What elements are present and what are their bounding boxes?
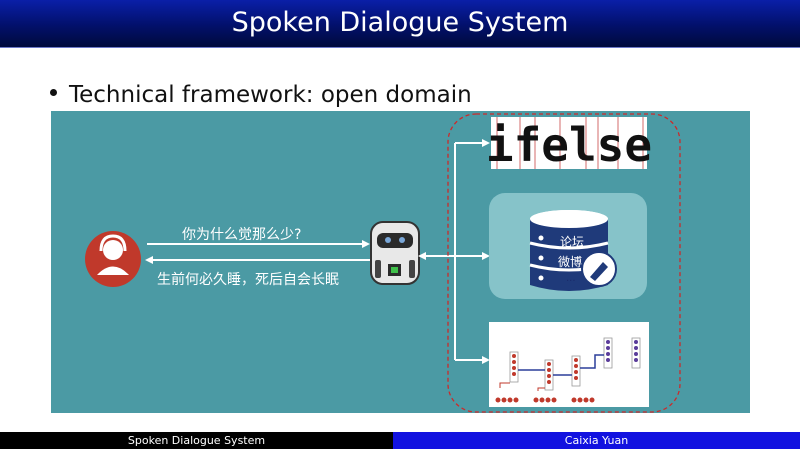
db-label-weibo: 微博 — [558, 255, 583, 269]
answer-text: 生前何必久睡，死后自会长眠 — [157, 272, 339, 288]
db-label-more: ... — [566, 273, 576, 284]
footer-author: Caixia Yuan — [393, 432, 800, 449]
branch-arrows — [454, 139, 490, 364]
ifelse-logo: ifelse — [486, 117, 652, 172]
robot-icon — [370, 221, 420, 285]
title-bar: Spoken Dialogue System — [0, 0, 800, 48]
bullet-dot-icon — [50, 89, 57, 96]
bullet-text: Technical framework: open domain — [69, 82, 472, 108]
neural-network-diagram — [489, 322, 649, 407]
ifelse-logo-text: ifelse — [486, 118, 652, 172]
slide-title: Spoken Dialogue System — [231, 7, 569, 38]
footer-course-title: Spoken Dialogue System — [0, 432, 393, 449]
answer-arrow — [145, 256, 372, 264]
database-card — [489, 193, 647, 299]
resources-dashed-border — [447, 113, 681, 413]
question-text: 你为什么觉那么少? — [182, 227, 302, 243]
question-arrow — [147, 240, 370, 248]
user-icon — [85, 231, 141, 287]
bullet-point: Technical framework: open domain — [50, 81, 472, 109]
db-label-forum: 论坛 — [560, 235, 585, 249]
